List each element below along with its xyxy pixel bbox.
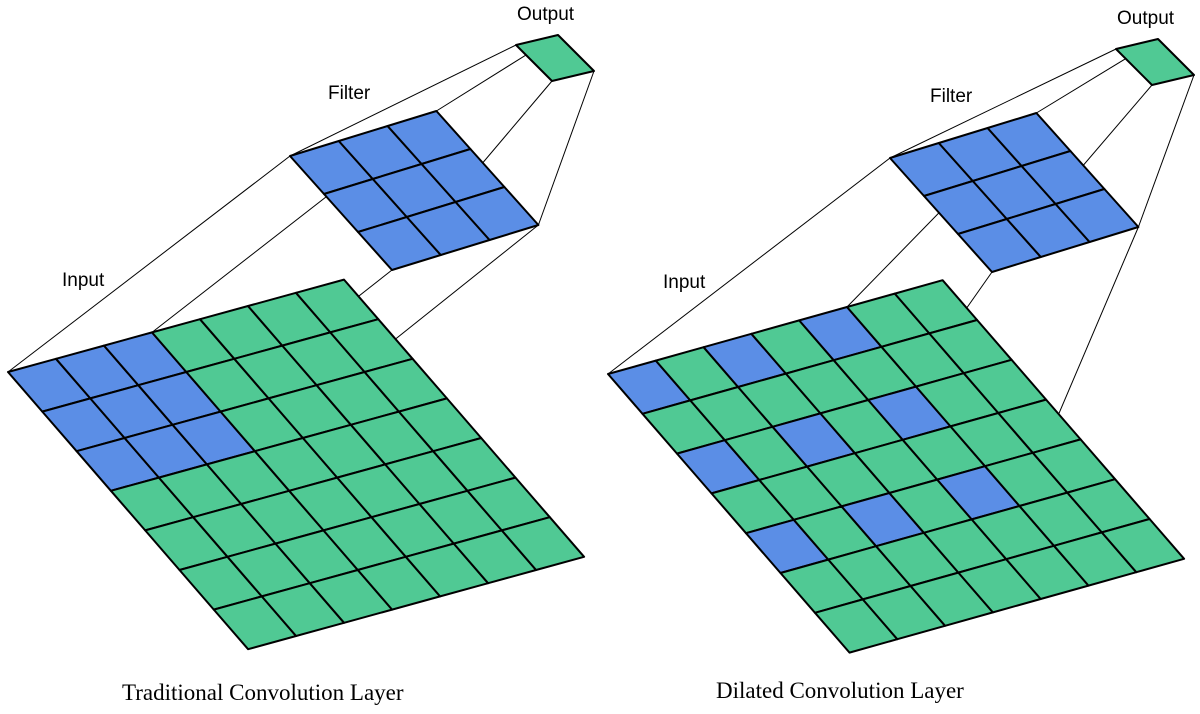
filter-cell bbox=[454, 186, 540, 241]
filter-to-output-line bbox=[537, 70, 595, 226]
filter-label: Filter bbox=[328, 83, 371, 104]
input-to-filter-line bbox=[607, 157, 891, 375]
output-cell bbox=[1115, 38, 1195, 86]
filter-label: Filter bbox=[930, 86, 973, 107]
input-grid bbox=[7, 278, 586, 651]
output-square bbox=[1115, 38, 1195, 86]
output-label: Output bbox=[1117, 8, 1175, 29]
dilated-convolution-panel: Input Filter Output Dilated Convolution … bbox=[607, 8, 1195, 703]
input-label: Input bbox=[663, 272, 706, 293]
filter-grid bbox=[289, 110, 540, 271]
input-cell bbox=[1100, 518, 1186, 574]
filter-to-output-line bbox=[1137, 74, 1195, 228]
traditional-convolution-panel: Input Filter Output Traditional Convolut… bbox=[7, 4, 595, 705]
filter-to-output-line bbox=[889, 48, 1117, 159]
filter-grid bbox=[889, 112, 1140, 273]
filter-cell bbox=[1054, 188, 1140, 243]
input-grid bbox=[607, 279, 1186, 654]
input-cell bbox=[500, 516, 586, 571]
output-cell bbox=[515, 34, 595, 82]
input-to-filter-line bbox=[7, 155, 291, 373]
output-square bbox=[515, 34, 595, 82]
panel-caption: Dilated Convolution Layer bbox=[716, 678, 964, 703]
output-label: Output bbox=[517, 4, 575, 25]
input-label: Input bbox=[62, 270, 105, 291]
panel-caption: Traditional Convolution Layer bbox=[122, 680, 404, 705]
filter-to-output-line bbox=[289, 44, 517, 157]
